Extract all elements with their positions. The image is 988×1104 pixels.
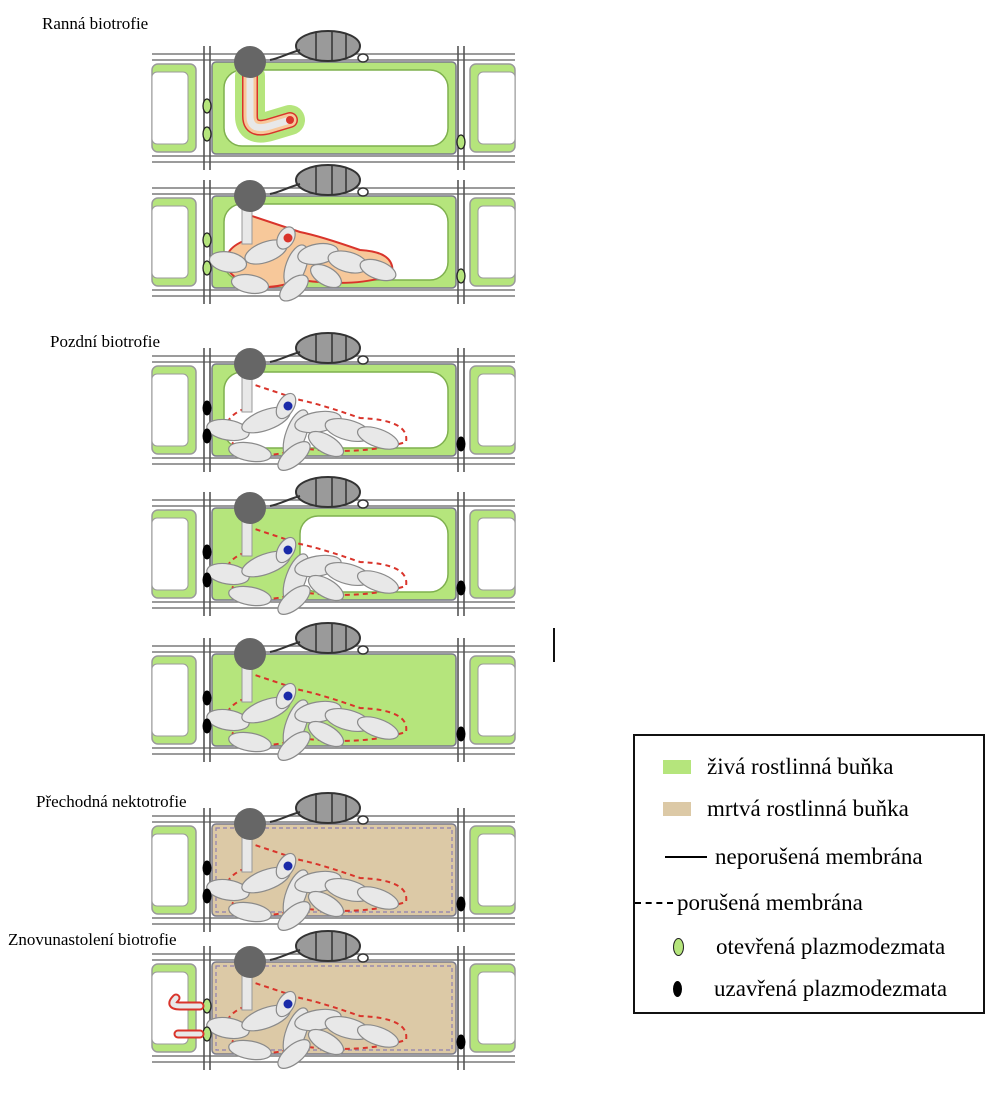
plasmodesma-closed xyxy=(203,861,212,876)
neighbour-vacuole-right xyxy=(478,972,515,1044)
legend-label-closed-plasmodesmata: uzavřená plazmodezmata xyxy=(714,976,947,1002)
legend-item-closed-plasmodesmata: uzavřená plazmodezmata xyxy=(635,974,947,1004)
germ-tube xyxy=(270,950,300,960)
neighbour-vacuole-left xyxy=(152,518,188,590)
legend-label-intact-membrane: neporušená membrána xyxy=(715,844,923,870)
spore-body xyxy=(296,623,360,653)
spore-tip xyxy=(358,500,368,508)
plasmodesma-open xyxy=(457,135,465,149)
plasmodesma-closed xyxy=(457,727,466,742)
neighbour-vacuole-left xyxy=(152,664,188,736)
neighbour-vacuole-left xyxy=(152,72,188,144)
panel-1 xyxy=(152,31,515,170)
dashed-line-icon xyxy=(635,902,673,904)
spore-body xyxy=(296,931,360,961)
spore-tip xyxy=(358,646,368,654)
hypha-nucleus xyxy=(284,546,293,555)
plasmodesma-open xyxy=(203,127,211,141)
legend-label-open-plasmodesmata: otevřená plazmodezmata xyxy=(716,934,945,960)
appressorium xyxy=(234,946,266,978)
panel-5 xyxy=(152,623,515,765)
plasmodesma-closed xyxy=(203,889,212,904)
stage-label-transitional-necrotrophy: Přechodná nektotrofie xyxy=(36,792,187,812)
appressorium xyxy=(234,808,266,840)
hypha-nucleus xyxy=(284,402,293,411)
germ-tube xyxy=(270,812,300,822)
panel-7 xyxy=(152,931,515,1073)
plasmodesma-closed xyxy=(203,401,212,416)
legend-item-dead-cell: mrtvá rostlinná buňka xyxy=(635,794,909,824)
spore-tip xyxy=(358,356,368,364)
open-plasmodesma-icon xyxy=(673,938,684,956)
plasmodesma-closed xyxy=(203,719,212,734)
germ-tube xyxy=(270,496,300,506)
panel-3 xyxy=(152,333,515,475)
appressorium xyxy=(234,492,266,524)
spore-body xyxy=(296,477,360,507)
plasmodesma-open xyxy=(203,261,211,275)
appressorium xyxy=(234,348,266,380)
neighbour-vacuole-right xyxy=(478,664,515,736)
plasmodesma-closed xyxy=(203,429,212,444)
spore-tip xyxy=(358,54,368,62)
spore-body xyxy=(296,165,360,195)
plasmodesma-open xyxy=(457,269,465,283)
hypha-nucleus xyxy=(284,862,293,871)
appressorium xyxy=(234,638,266,670)
panel-6 xyxy=(152,793,515,935)
plasmodesma-closed xyxy=(457,1035,466,1050)
stage-label-early-biotrophy: Ranná biotrofie xyxy=(42,14,148,34)
plasmodesma-closed xyxy=(203,545,212,560)
neighbour-vacuole-left xyxy=(152,206,188,278)
germ-tube xyxy=(270,184,300,194)
plasmodesma-closed xyxy=(457,897,466,912)
neighbour-vacuole-right xyxy=(478,206,515,278)
legend-label-broken-membrane: porušená membrána xyxy=(677,890,863,916)
neighbour-vacuole-right xyxy=(478,518,515,590)
spore-tip xyxy=(358,188,368,196)
spore-body xyxy=(296,333,360,363)
text-cursor-mark xyxy=(553,628,555,662)
neighbour-vacuole-left xyxy=(152,374,188,446)
hypha-nucleus xyxy=(284,692,293,701)
live-cell-swatch xyxy=(663,760,691,774)
legend-item-open-plasmodesmata: otevřená plazmodezmata xyxy=(635,932,945,962)
hypha-nucleus xyxy=(284,1000,293,1009)
stage-label-late-biotrophy: Pozdní biotrofie xyxy=(50,332,160,352)
germ-tube xyxy=(270,642,300,652)
plasmodesma-open xyxy=(203,99,211,113)
legend-item-intact-membrane: neporušená membrána xyxy=(635,842,923,872)
germ-tube xyxy=(270,352,300,362)
spore-tip xyxy=(358,954,368,962)
legend-item-broken-membrane: porušená membrána xyxy=(635,888,863,918)
spore-tip xyxy=(358,816,368,824)
neighbour-vacuole-right xyxy=(478,834,515,906)
legend-item-live-cell: živá rostlinná buňka xyxy=(635,752,894,782)
panel-4 xyxy=(152,477,515,619)
plasmodesma-closed xyxy=(203,691,212,706)
legend-label-live-cell: živá rostlinná buňka xyxy=(707,754,894,780)
closed-plasmodesma-icon xyxy=(673,981,682,997)
hypha-tip xyxy=(286,116,294,124)
legend-label-dead-cell: mrtvá rostlinná buňka xyxy=(707,796,909,822)
spore-body xyxy=(296,31,360,61)
neighbour-vacuole-right xyxy=(478,72,515,144)
plasmodesma-open xyxy=(203,233,211,247)
stage-label-reestablished-biotrophy: Znovunastolení biotrofie xyxy=(8,930,177,950)
hypha-nucleus xyxy=(284,234,293,243)
appressorium xyxy=(234,46,266,78)
neighbour-vacuole-left xyxy=(152,834,188,906)
plasmodesma-closed xyxy=(203,573,212,588)
spore-body xyxy=(296,793,360,823)
legend-box: živá rostlinná buňka mrtvá rostlinná buň… xyxy=(633,734,985,1014)
germ-tube xyxy=(270,50,300,60)
plasmodesma-closed xyxy=(457,581,466,596)
plasmodesma-closed xyxy=(457,437,466,452)
neighbour-vacuole-right xyxy=(478,374,515,446)
panel-2 xyxy=(152,165,515,306)
solid-line-icon xyxy=(665,856,707,858)
appressorium xyxy=(234,180,266,212)
dead-cell-swatch xyxy=(663,802,691,816)
